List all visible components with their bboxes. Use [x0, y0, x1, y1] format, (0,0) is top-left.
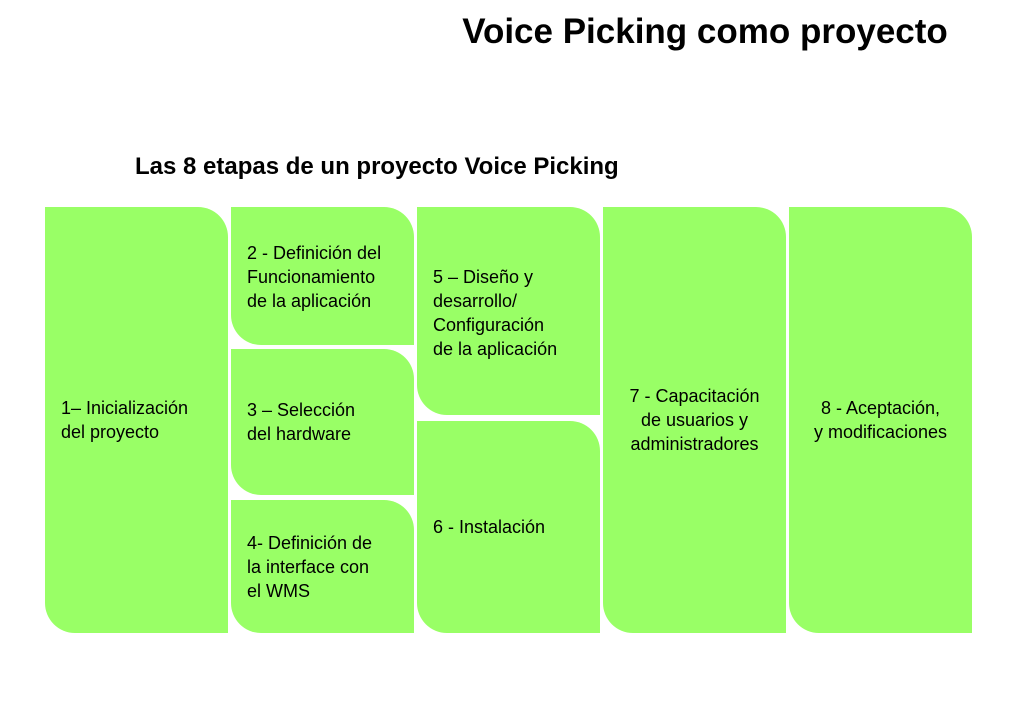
stage-1-label: 1– Inicialización del proyecto: [61, 398, 189, 442]
stage-8-box: 8 - Aceptación, y modificaciones: [789, 207, 972, 633]
stage-5-label: 5 – Diseño y desarrollo/ Configuración d…: [433, 267, 558, 359]
page-title: Voice Picking como proyecto: [462, 12, 948, 51]
stage-5-box: 5 – Diseño y desarrollo/ Configuración d…: [417, 207, 600, 415]
stage-6-label: 6 - Instalación: [433, 517, 546, 537]
stage-1-box: 1– Inicialización del proyecto: [45, 207, 228, 633]
stage-7-label: 7 - Capacitación de usuarios y administr…: [629, 386, 760, 454]
stage-3-box: 3 – Selección del hardware: [231, 349, 414, 495]
stage-6-box: 6 - Instalación: [417, 421, 600, 633]
stage-3-label: 3 – Selección del hardware: [247, 400, 356, 444]
stage-4-label: 4- Definición de la interface con el WMS: [247, 532, 373, 601]
stage-4-box: 4- Definición de la interface con el WMS: [231, 500, 414, 633]
diagram-subtitle: Las 8 etapas de un proyecto Voice Pickin…: [135, 153, 619, 180]
stage-2-box: 2 - Definición del Funcionamiento de la …: [231, 207, 414, 345]
stage-2-label: 2 - Definición del Funcionamiento de la …: [247, 243, 382, 311]
stage-7-box: 7 - Capacitación de usuarios y administr…: [603, 207, 786, 633]
stage-8-label: 8 - Aceptación, y modificaciones: [813, 398, 948, 442]
